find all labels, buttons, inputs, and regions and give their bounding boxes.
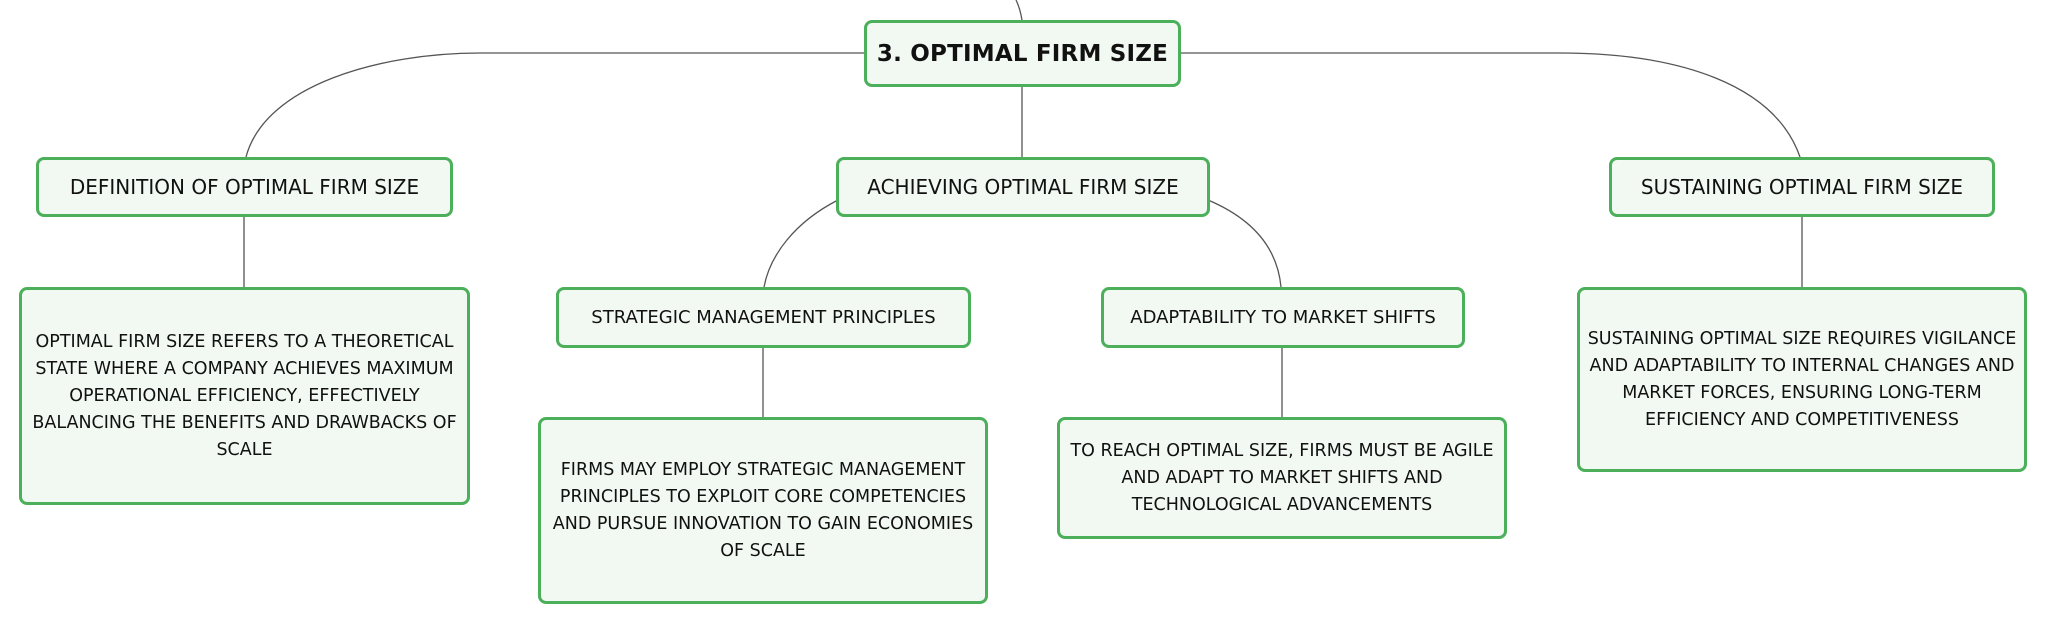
root-node-optimal-firm-size[interactable]: 3. OPTIMAL FIRM SIZE <box>864 20 1181 87</box>
node-adaptability-detail[interactable]: TO REACH OPTIMAL SIZE, FIRMS MUST BE AGI… <box>1057 417 1507 539</box>
node-definition-detail-text: OPTIMAL FIRM SIZE REFERS TO A THEORETICA… <box>32 331 457 460</box>
root-node-label: 3. OPTIMAL FIRM SIZE <box>876 40 1169 67</box>
connector-achieving-to-strategic <box>763 199 839 288</box>
node-sustaining-detail-text: SUSTAINING OPTIMAL SIZE REQUIRES VIGILAN… <box>1587 328 2017 430</box>
node-sustaining[interactable]: SUSTAINING OPTIMAL FIRM SIZE <box>1609 157 1995 217</box>
node-definition[interactable]: DEFINITION OF OPTIMAL FIRM SIZE <box>36 157 453 217</box>
node-adaptability-label: ADAPTABILITY TO MARKET SHIFTS <box>1130 307 1436 328</box>
node-sustaining-detail[interactable]: SUSTAINING OPTIMAL SIZE REQUIRES VIGILAN… <box>1577 287 2027 472</box>
node-definition-label: DEFINITION OF OPTIMAL FIRM SIZE <box>69 175 420 199</box>
node-strategic-detail[interactable]: FIRMS MAY EMPLOY STRATEGIC MANAGEMENT PR… <box>538 417 988 604</box>
node-strategic-management-label: STRATEGIC MANAGEMENT PRINCIPLES <box>591 307 936 328</box>
node-definition-detail[interactable]: OPTIMAL FIRM SIZE REFERS TO A THEORETICA… <box>19 287 470 505</box>
node-achieving[interactable]: ACHIEVING OPTIMAL FIRM SIZE <box>836 157 1210 217</box>
node-sustaining-label: SUSTAINING OPTIMAL FIRM SIZE <box>1640 175 1964 199</box>
connector-root-to-sustaining <box>1180 52 1801 158</box>
connector-parent-to-root <box>1015 0 1023 21</box>
connector-root-to-definition <box>245 52 864 158</box>
node-strategic-management[interactable]: STRATEGIC MANAGEMENT PRINCIPLES <box>556 287 971 348</box>
node-adaptability-detail-text: TO REACH OPTIMAL SIZE, FIRMS MUST BE AGI… <box>1070 440 1494 515</box>
node-achieving-label: ACHIEVING OPTIMAL FIRM SIZE <box>867 175 1179 199</box>
node-adaptability[interactable]: ADAPTABILITY TO MARKET SHIFTS <box>1101 287 1465 348</box>
node-strategic-detail-text: FIRMS MAY EMPLOY STRATEGIC MANAGEMENT PR… <box>552 459 974 561</box>
connector-achieving-to-adaptability <box>1207 199 1282 288</box>
